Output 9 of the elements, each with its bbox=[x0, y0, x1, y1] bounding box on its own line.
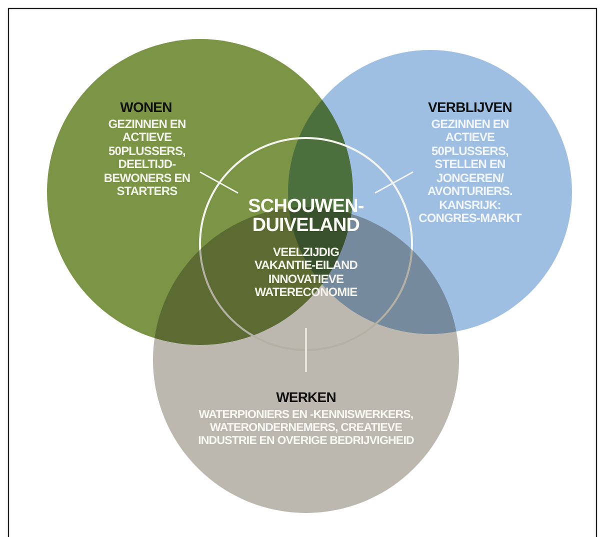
connector-line bbox=[200, 171, 238, 194]
group-description: GEZINNEN EN ACTIEVE 50PLUSSERS, DEELTIJD-BEWONERS EN STARTERS bbox=[102, 118, 192, 199]
group-description: GEZINNEN EN ACTIEVE 50PLUSSERS, STELLEN EN JONGEREN/ AVONTURIERS. KANSRIJK: CONGRES-MARKT bbox=[418, 118, 522, 226]
group-description: WATERPIONIERS EN -KENNISWERKERS, WATERONDERNEMERS, CREATIEVE INDUSTRIE EN OVERIGE BEDRIJVIGHEID bbox=[197, 409, 415, 448]
group-heading: WERKEN bbox=[275, 390, 337, 406]
group-heading: WONEN bbox=[119, 100, 173, 116]
connector-line bbox=[374, 171, 414, 194]
connector-line bbox=[305, 328, 307, 372]
group-heading: VERBLIJVEN bbox=[427, 100, 513, 116]
